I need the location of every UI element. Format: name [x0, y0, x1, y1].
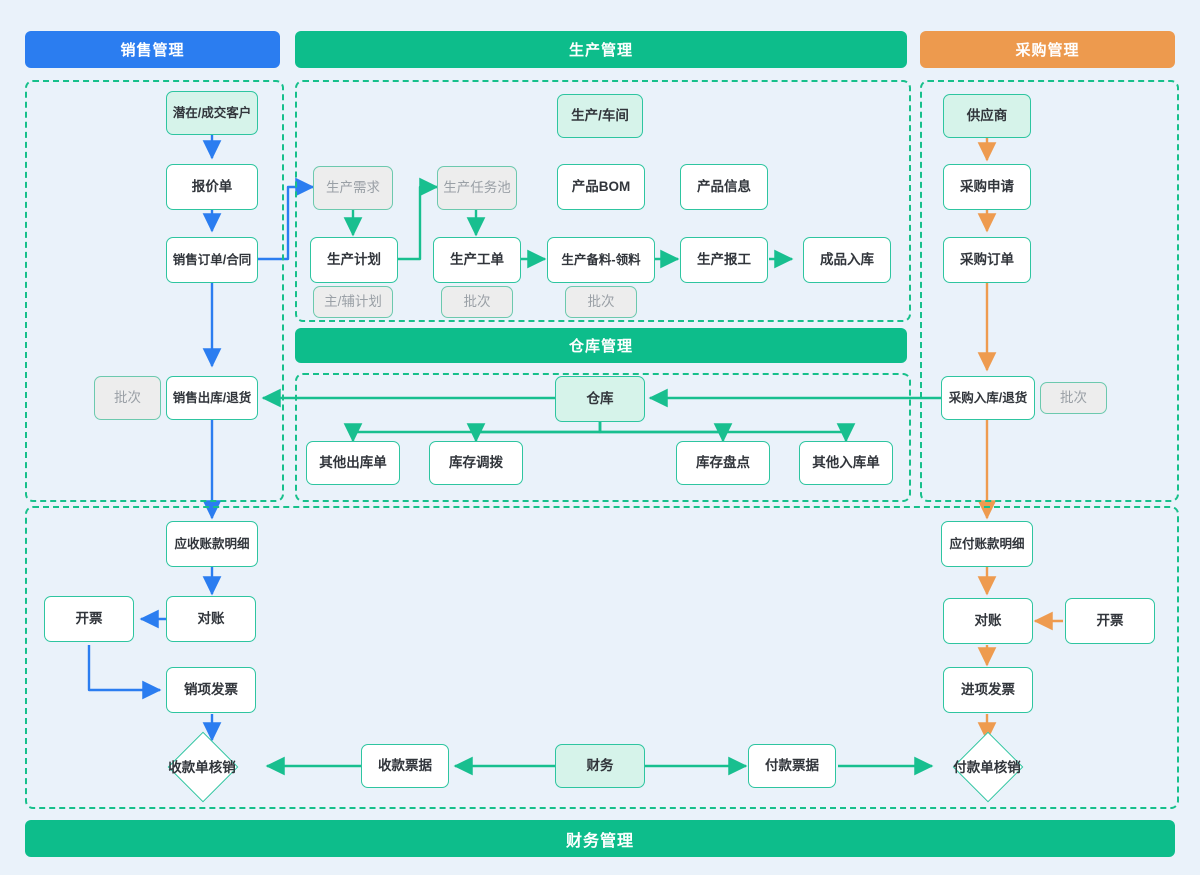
node-ar-detail[interactable]: 应收账款明细 — [166, 521, 258, 567]
node-ar-reconcile[interactable]: 对账 — [166, 596, 256, 642]
node-sales-order[interactable]: 销售订单/合同 — [166, 237, 258, 283]
group-sales — [25, 80, 284, 502]
node-output-invoice[interactable]: 销项发票 — [166, 667, 256, 713]
node-ap-invoice-issue[interactable]: 开票 — [1065, 598, 1155, 644]
node-production-task-pool: 生产任务池 — [437, 166, 517, 210]
header-purchase[interactable]: 采购管理 — [920, 31, 1175, 68]
node-finished-goods-in[interactable]: 成品入库 — [803, 237, 891, 283]
group-purchase — [920, 80, 1179, 502]
node-work-order-batch-tag: 批次 — [441, 286, 513, 318]
node-input-invoice[interactable]: 进项发票 — [943, 667, 1033, 713]
node-stock-transfer[interactable]: 库存调拨 — [429, 441, 523, 485]
node-production-workshop[interactable]: 生产/车间 — [557, 94, 643, 138]
node-product-bom[interactable]: 产品BOM — [557, 164, 645, 210]
node-production-demand: 生产需求 — [313, 166, 393, 210]
group-finance — [25, 506, 1179, 809]
node-picking-batch-tag: 批次 — [565, 286, 637, 318]
node-production-plan[interactable]: 生产计划 — [310, 237, 398, 283]
header-finance[interactable]: 财务管理 — [25, 820, 1175, 857]
node-sales-outbound[interactable]: 销售出库/退货 — [166, 376, 258, 420]
node-ap-reconcile[interactable]: 对账 — [943, 598, 1033, 644]
node-quotation[interactable]: 报价单 — [166, 164, 258, 210]
node-product-info[interactable]: 产品信息 — [680, 164, 768, 210]
node-finance[interactable]: 财务 — [555, 744, 645, 788]
node-plan-tag: 主/辅计划 — [313, 286, 393, 318]
node-receipt-voucher[interactable]: 收款票据 — [361, 744, 449, 788]
node-potential-customer[interactable]: 潜在/成交客户 — [166, 91, 258, 135]
header-warehouse[interactable]: 仓库管理 — [295, 328, 907, 363]
node-sales-batch-tag: 批次 — [94, 376, 161, 420]
node-other-outbound[interactable]: 其他出库单 — [306, 441, 400, 485]
header-sales[interactable]: 销售管理 — [25, 31, 280, 68]
node-purchase-receipt[interactable]: 采购入库/退货 — [941, 376, 1035, 420]
node-warehouse[interactable]: 仓库 — [555, 376, 645, 422]
header-production[interactable]: 生产管理 — [295, 31, 907, 68]
node-purchase-requisition[interactable]: 采购申请 — [943, 164, 1031, 210]
node-production-work-order[interactable]: 生产工单 — [433, 237, 521, 283]
group-production — [295, 80, 911, 322]
node-ap-detail[interactable]: 应付账款明细 — [941, 521, 1033, 567]
node-purchase-batch-tag: 批次 — [1040, 382, 1107, 414]
node-ar-invoice-issue[interactable]: 开票 — [44, 596, 134, 642]
node-supplier[interactable]: 供应商 — [943, 94, 1031, 138]
node-production-report[interactable]: 生产报工 — [680, 237, 768, 283]
group-warehouse — [295, 373, 911, 502]
node-purchase-order[interactable]: 采购订单 — [943, 237, 1031, 283]
node-payment-voucher[interactable]: 付款票据 — [748, 744, 836, 788]
node-other-inbound[interactable]: 其他入库单 — [799, 441, 893, 485]
node-stock-count[interactable]: 库存盘点 — [676, 441, 770, 485]
node-production-picking[interactable]: 生产备料-领料 — [547, 237, 655, 283]
